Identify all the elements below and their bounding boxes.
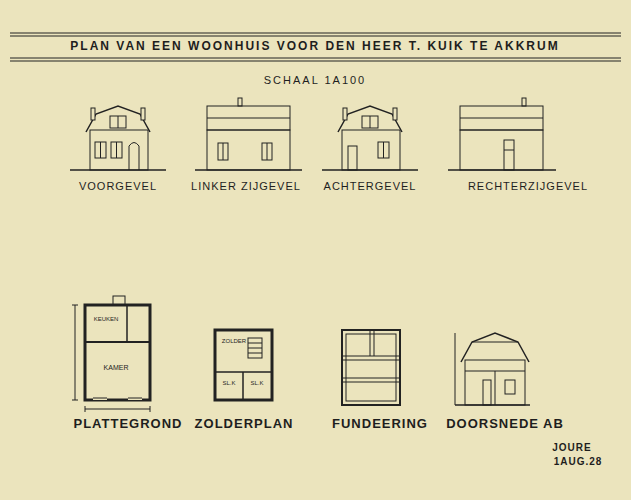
view-name: FUNDEERING bbox=[332, 416, 428, 432]
drawing-title: PLAN VAN EEN WOONHUIS VOOR DEN HEER T. K… bbox=[70, 39, 559, 53]
place-note: JOURE bbox=[552, 442, 591, 454]
room-label: SL.K bbox=[250, 380, 263, 387]
view-name: LINKER ZIJGEVEL bbox=[191, 180, 301, 193]
view-name: ZOLDERPLAN bbox=[195, 416, 294, 432]
room-label: ZOLDER bbox=[222, 338, 246, 345]
view-name: VOORGEVEL bbox=[79, 180, 157, 193]
room-label: SL.K bbox=[222, 380, 235, 387]
view-name: RECHTERZIJGEVEL bbox=[468, 180, 588, 193]
scale-note: SCHAAL 1A100 bbox=[264, 74, 366, 87]
view-name: DOORSNEDE AB bbox=[446, 416, 564, 432]
view-name: ACHTERGEVEL bbox=[324, 180, 417, 193]
date-note: 1AUG.28 bbox=[554, 456, 603, 468]
room-label: KAMER bbox=[104, 364, 129, 372]
view-name: PLATTEGROND bbox=[74, 416, 183, 432]
room-label: KEUKEN bbox=[94, 316, 119, 323]
